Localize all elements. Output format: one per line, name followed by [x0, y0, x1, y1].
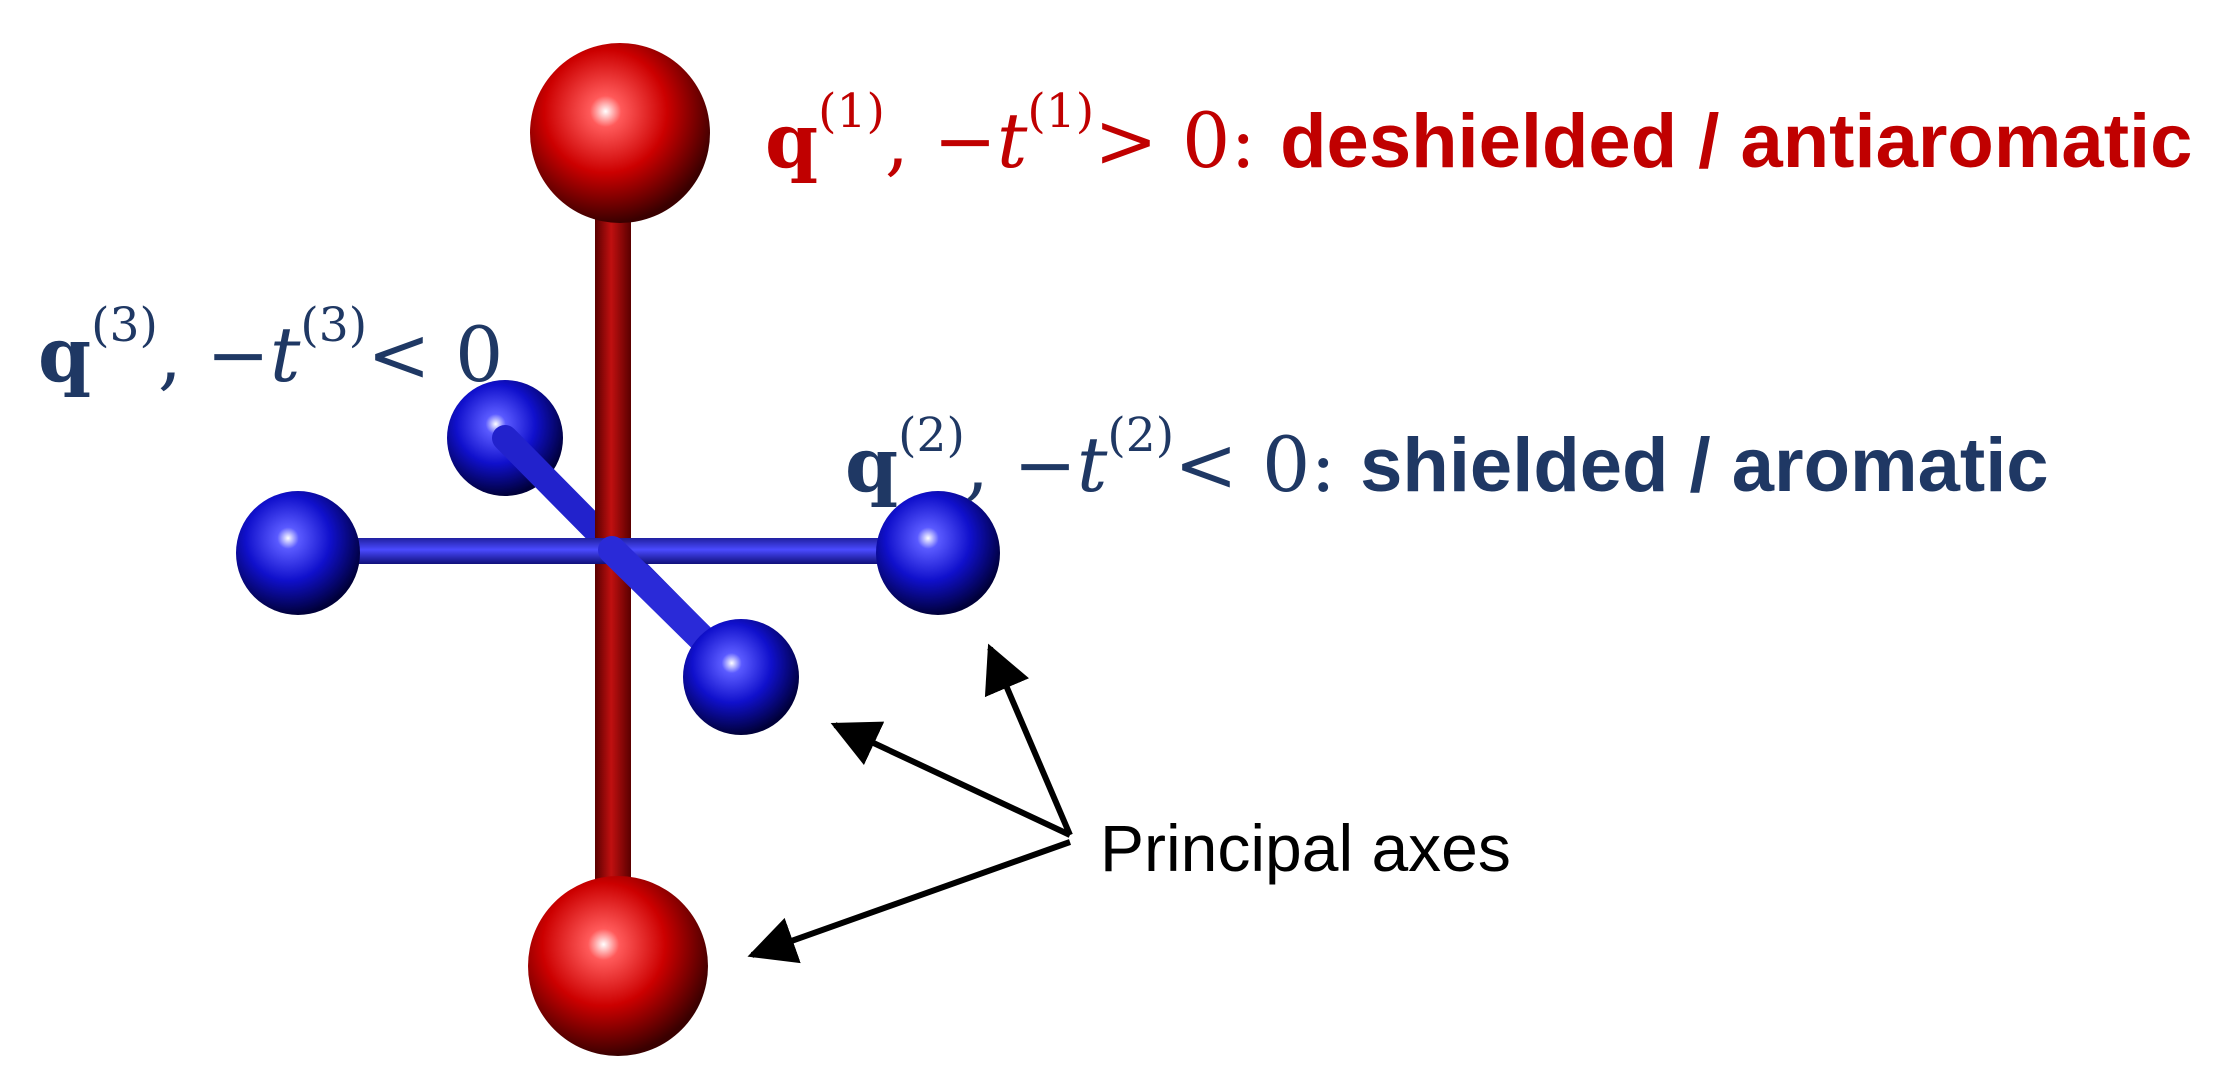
axis3-relation: < 0: [367, 310, 504, 400]
axis1-tensor: t: [996, 96, 1028, 186]
axis3-label: q(3), −t(3)< 0: [38, 302, 503, 394]
axis2-label: q(2), −t(2)< 0: shielded / aromatic: [845, 412, 2049, 504]
axis2-tensor: t: [1076, 420, 1108, 510]
axis1-tensor-superscript: (1): [1027, 84, 1095, 139]
axis2-vector: q: [845, 420, 899, 510]
arrow-to-axis3: [830, 721, 1072, 838]
axis3-separator: , −: [157, 310, 270, 400]
axis2-description: shielded / aromatic: [1360, 423, 2049, 509]
axis2-relation: < 0: [1174, 420, 1311, 510]
axis2-tensor-superscript: (2): [1107, 408, 1175, 463]
axis2-left-sphere: [236, 491, 360, 615]
axis3-tensor: t: [269, 310, 301, 400]
axis1-separator: , −: [884, 96, 997, 186]
axis1-superscript: (1): [818, 84, 885, 139]
axis3-tensor-superscript: (3): [300, 298, 368, 353]
axis3-superscript: (3): [91, 298, 158, 353]
axis1-description: deshielded / antiaromatic: [1280, 99, 2193, 185]
axis2-separator: , −: [964, 420, 1077, 510]
axis2-colon: :: [1310, 420, 1361, 510]
axis1-label: q(1), −t(1)> 0: deshielded / antiaromati…: [765, 88, 2192, 180]
axis3-front-sphere: [683, 619, 799, 735]
axis1-relation: > 0: [1094, 96, 1231, 186]
axis1-colon: :: [1230, 96, 1281, 186]
axis1-top-sphere: [530, 43, 710, 223]
principal-axes-callout: Principal axes: [1100, 811, 1511, 885]
arrow-to-axis2: [984, 643, 1073, 837]
axis2-superscript: (2): [898, 408, 965, 463]
arrow-to-axis1: [747, 839, 1072, 964]
axis3-vector: q: [38, 310, 92, 400]
axis2-right-sphere: [876, 491, 1000, 615]
axis1-vector: q: [765, 96, 819, 186]
axis1-bottom-sphere: [528, 876, 708, 1056]
callout-arrows: [747, 643, 1073, 964]
